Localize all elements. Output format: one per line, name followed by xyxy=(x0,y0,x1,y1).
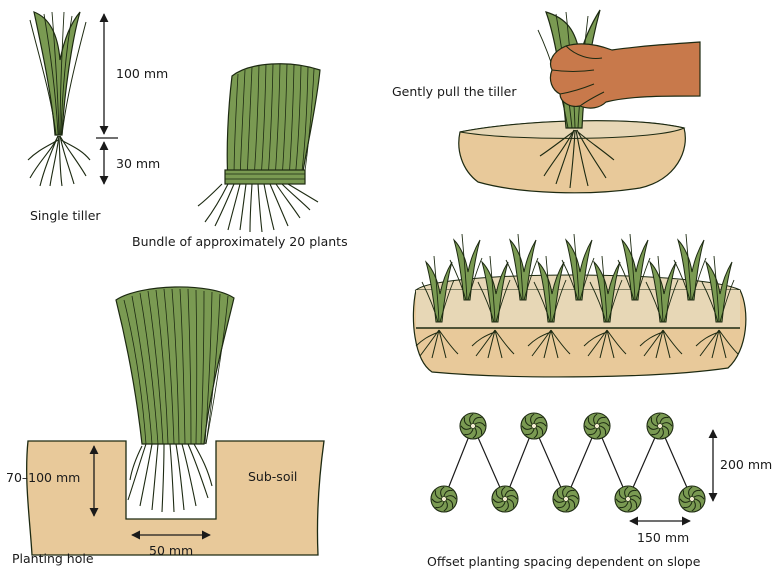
tiller-root-length-label: 30 mm xyxy=(116,158,160,171)
planting-hole-caption: Planting hole xyxy=(12,553,94,566)
hand-icon xyxy=(550,42,700,108)
rosette-icon xyxy=(431,486,457,512)
tiller-upper-length-label: 100 mm xyxy=(116,68,168,81)
rosette-group xyxy=(431,413,705,512)
rosette-icon xyxy=(460,413,486,439)
subsoil-label: Sub-soil xyxy=(248,471,297,484)
vertical-spacing-label: 200 mm xyxy=(720,459,772,472)
horizontal-spacing-label: 150 mm xyxy=(637,532,689,545)
grass-tiller-icon xyxy=(28,12,90,186)
soil-mound xyxy=(459,121,686,193)
hole-depth-label: 70–100 mm xyxy=(6,472,80,485)
rosette-icon xyxy=(521,413,547,439)
rosette-icon xyxy=(647,413,673,439)
bundle-caption: Bundle of approximately 20 plants xyxy=(132,236,348,249)
rosette-icon xyxy=(615,486,641,512)
tiller-dimension-arrows xyxy=(96,14,118,184)
rosette-icon xyxy=(679,486,705,512)
rosette-icon xyxy=(553,486,579,512)
pull-tiller-caption: Gently pull the tiller xyxy=(392,86,516,99)
planting-hole-soil xyxy=(27,441,324,555)
rosette-icon xyxy=(492,486,518,512)
grass-bundle-icon xyxy=(198,64,320,232)
hole-width-label: 50 mm xyxy=(149,545,193,558)
rosette-icon xyxy=(584,413,610,439)
single-tiller-caption: Single tiller xyxy=(30,210,101,223)
offset-spacing-caption: Offset planting spacing dependent on slo… xyxy=(427,556,700,569)
